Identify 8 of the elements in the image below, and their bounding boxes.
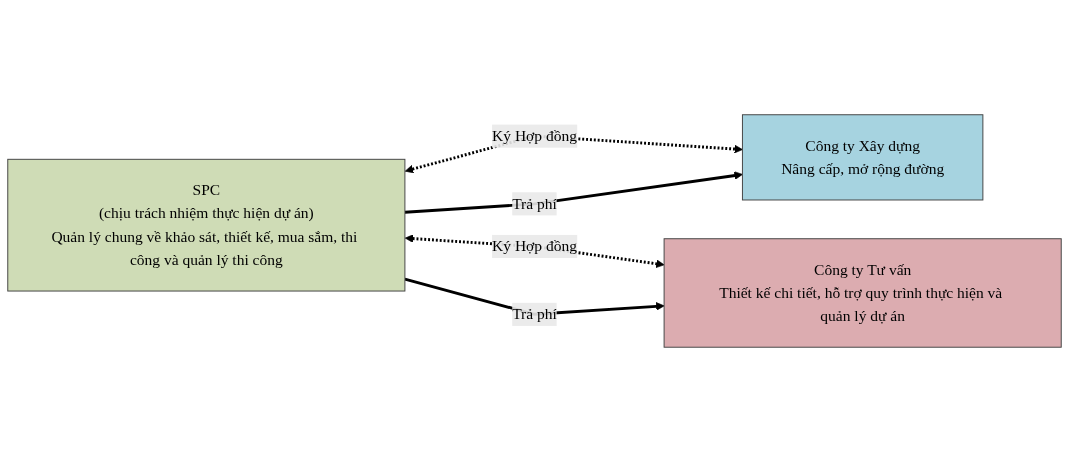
edge-label: Ký Hợp đồng	[492, 126, 577, 144]
edge-label: Trả phí	[512, 305, 557, 322]
edge-label: Ký Hợp đồng	[492, 237, 577, 254]
node-box: SPC (chịu trách nhiệm thực hiện dự án) Quản lý chung về khảo sát, thiết kế, mua sắm, thi công và quản lý thi công	[7, 158, 406, 292]
arrow	[404, 233, 665, 268]
node-box: Công ty Xây dựng Nâng cấp, mở rộng đường	[741, 113, 984, 200]
node-box: Công ty Tư vấn Thiết kế chi tiết, hỗ trợ quy trình thực hiện và quản lý dự án	[663, 237, 1062, 348]
edge-label: Trả phí	[512, 194, 557, 212]
